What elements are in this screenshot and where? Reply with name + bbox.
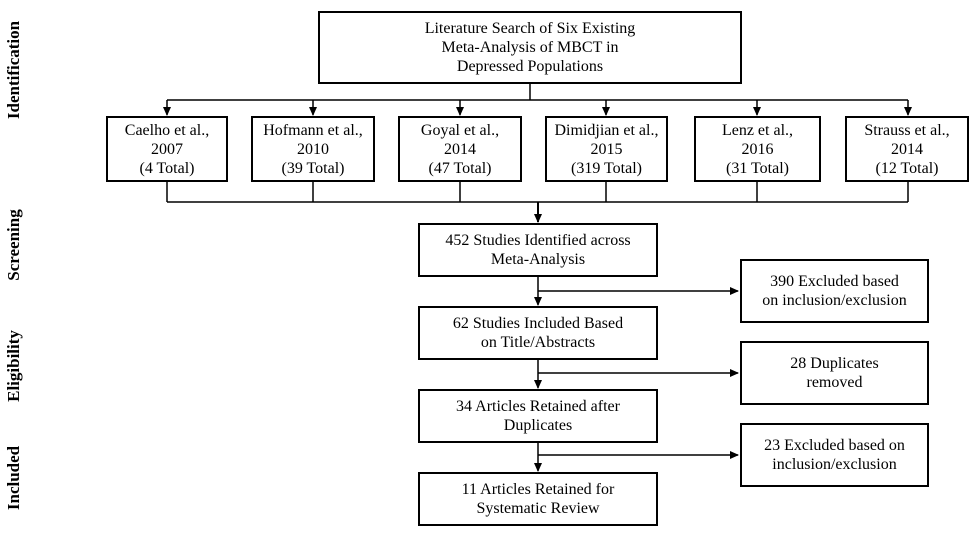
final-review-box: 11 Articles Retained for Systematic Revi… (418, 472, 658, 526)
final-line-2: Systematic Review (476, 500, 600, 517)
source-year: 2007 (151, 140, 183, 158)
stage-label-eligibility: Eligibility (4, 330, 23, 402)
search-line-3: Depressed Populations (456, 58, 604, 75)
source-box-goyal: Goyal et al., 2014 (47 Total) (398, 116, 522, 182)
search-line-1: Literature Search of Six Existing (424, 20, 636, 37)
included-line-2: on Title/Abstracts (480, 334, 596, 351)
ex1-line-1: 390 Excluded based (770, 273, 899, 290)
stage-label-identification: Identification (4, 20, 23, 120)
exclusion-box-28: 28 Duplicates removed (740, 341, 929, 405)
source-year: 2010 (297, 140, 329, 158)
exclusion-box-23: 23 Excluded based on inclusion/exclusion (740, 423, 929, 487)
source-year: 2015 (590, 140, 623, 158)
source-total: (319 Total) (570, 159, 642, 177)
source-total: (12 Total) (875, 159, 939, 177)
source-author: Hofmann et al., (263, 121, 363, 139)
final-line-1: 11 Articles Retained for (461, 481, 615, 498)
included-line-1: 62 Studies Included Based (452, 315, 624, 332)
source-year: 2016 (741, 140, 774, 158)
articles-retained-box: 34 Articles Retained after Duplicates (418, 389, 658, 443)
identified-line-1: 452 Studies Identified across (445, 232, 631, 249)
stage-label-included: Included (4, 445, 23, 511)
ex1-line-2: on inclusion/exclusion (762, 292, 907, 309)
source-author: Strauss et al., (864, 121, 950, 139)
search-line-2: Meta-Analysis of MBCT in (441, 39, 619, 56)
ex2-line-2: removed (806, 374, 863, 391)
source-box-lenz: Lenz et al., 2016 (31 Total) (694, 116, 821, 182)
source-author: Caelho et al., (124, 121, 210, 139)
source-total: (31 Total) (725, 159, 789, 177)
source-year: 2014 (891, 140, 923, 158)
retained-line-2: Duplicates (503, 417, 573, 434)
studies-included-box: 62 Studies Included Based on Title/Abstr… (418, 306, 658, 360)
identified-line-2: Meta-Analysis (490, 251, 586, 268)
literature-search-box: Literature Search of Six Existing Meta-A… (318, 11, 742, 84)
studies-identified-box: 452 Studies Identified across Meta-Analy… (418, 223, 658, 277)
source-author: Lenz et al., (721, 121, 794, 139)
ex2-line-1: 28 Duplicates (790, 355, 879, 372)
source-total: (4 Total) (139, 159, 195, 177)
source-box-dimidjian: Dimidjian et al., 2015 (319 Total) (545, 116, 668, 182)
source-box-caelho: Caelho et al., 2007 (4 Total) (106, 116, 228, 182)
source-year: 2014 (444, 140, 476, 158)
source-box-hofmann: Hofmann et al., 2010 (39 Total) (251, 116, 375, 182)
retained-line-1: 34 Articles Retained after (456, 398, 620, 415)
source-total: (39 Total) (281, 159, 345, 177)
exclusion-box-390: 390 Excluded based on inclusion/exclusio… (740, 259, 929, 323)
source-total: (47 Total) (428, 159, 492, 177)
ex3-line-2: inclusion/exclusion (772, 456, 897, 473)
ex3-line-1: 23 Excluded based on (764, 437, 905, 454)
source-author: Dimidjian et al., (554, 121, 659, 139)
stage-label-screening: Screening (4, 209, 23, 281)
source-author: Goyal et al., (420, 121, 500, 139)
source-box-strauss: Strauss et al., 2014 (12 Total) (845, 116, 969, 182)
